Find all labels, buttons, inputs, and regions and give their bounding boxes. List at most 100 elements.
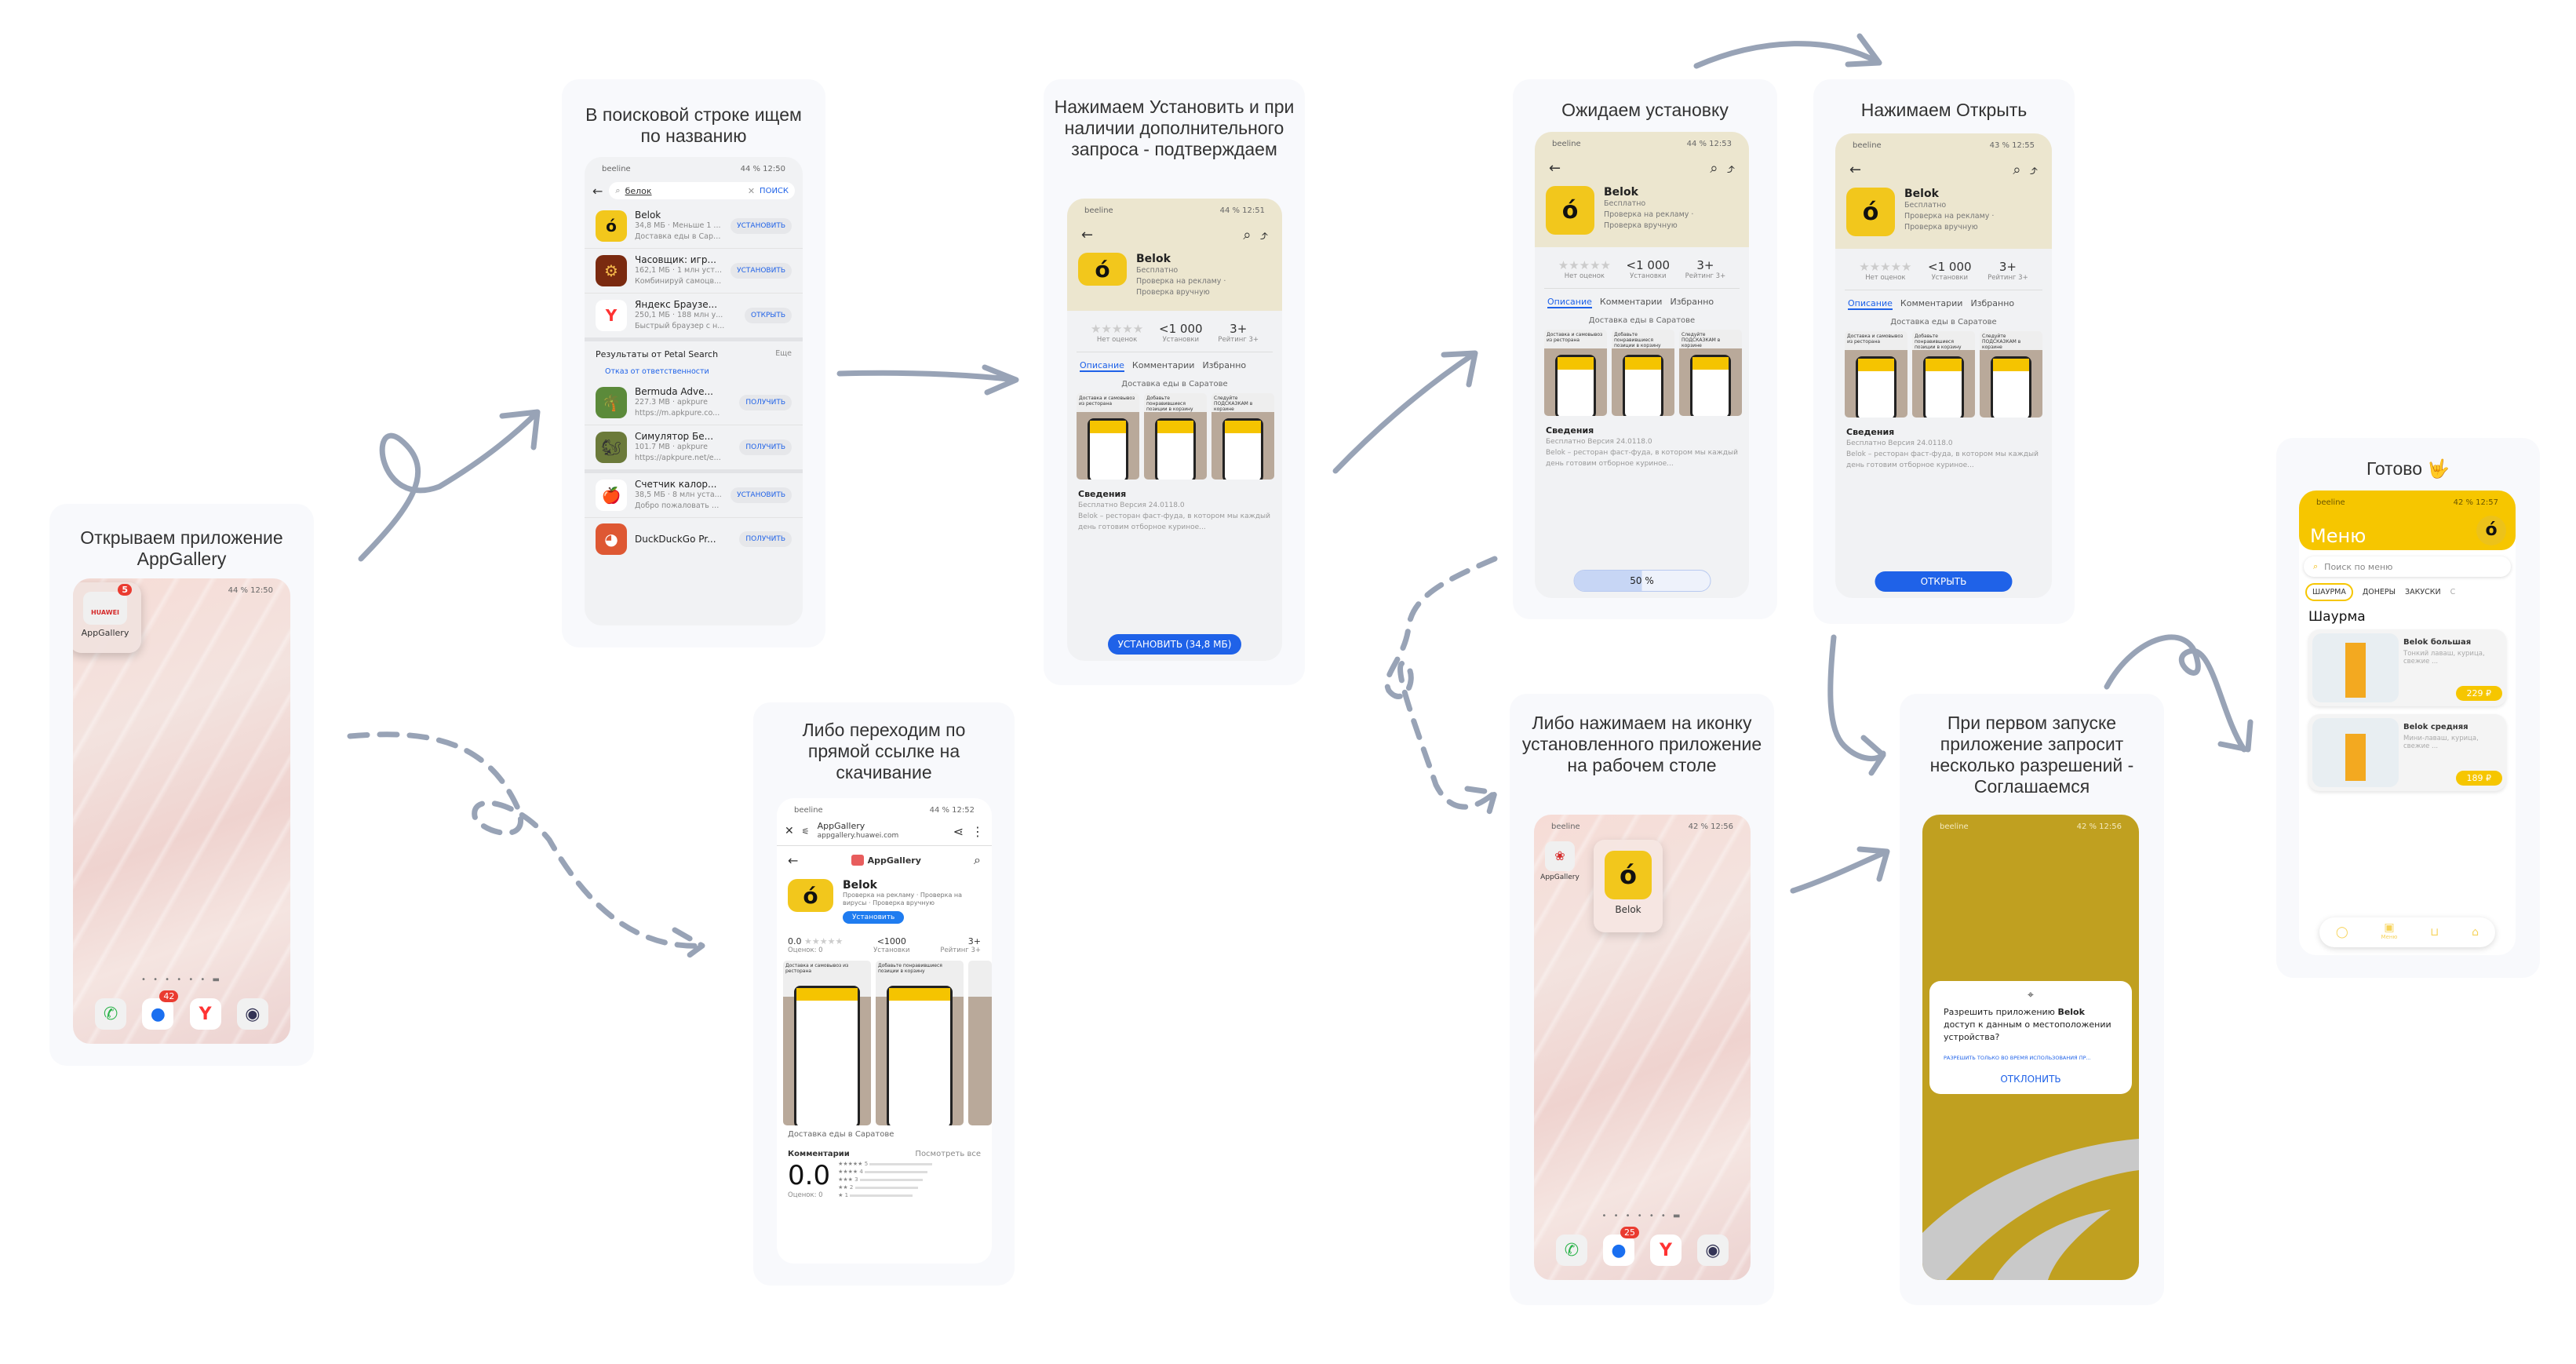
back-arrow-icon[interactable]: ← <box>788 852 799 868</box>
appgallery-app-icon[interactable]: ❀ AppGallery <box>1536 841 1584 881</box>
tab-description[interactable]: Описание <box>1547 297 1592 308</box>
share-icon[interactable]: ⤴ <box>1726 160 1735 177</box>
phone-icon[interactable]: ✆ <box>95 998 127 1030</box>
disclaimer-link[interactable]: Отказ от ответственности <box>605 367 709 376</box>
tab-description[interactable]: Описание <box>1848 298 1893 310</box>
close-icon[interactable]: ✕ <box>785 825 794 837</box>
splash-swirl <box>1922 1139 2139 1280</box>
get-button[interactable]: ПОЛУЧИТЬ <box>739 531 792 547</box>
site-settings-icon[interactable]: ⚟ <box>801 826 810 837</box>
category-chip[interactable]: ДОНЕРЫ <box>2362 588 2396 596</box>
price-button[interactable]: 229 ₽ <box>2455 686 2502 701</box>
messages-icon[interactable]: ●42 <box>142 990 179 1030</box>
yandex-browser-icon[interactable]: Y <box>1650 1235 1682 1266</box>
screenshot[interactable]: Добавьте понравившиеся позиции в корзину <box>1612 330 1674 416</box>
browser-url: appgallery.huawei.com <box>817 832 899 840</box>
result-item[interactable]: ⚙Часовщик: игр...162,1 МБ · 1 млн уст...… <box>585 249 803 294</box>
search-icon[interactable]: ⌕ <box>1243 227 1252 243</box>
install-progress-bar[interactable]: 50 % <box>1573 570 1711 592</box>
yandex-browser-icon[interactable]: Y <box>189 998 221 1030</box>
screenshot[interactable]: Добавьте понравившиеся позиции в корзину <box>1912 331 1975 418</box>
search-button[interactable]: ПОИСК <box>760 186 789 195</box>
share-icon[interactable]: ⤴ <box>2029 162 2038 178</box>
tab-description[interactable]: Описание <box>1080 360 1124 372</box>
tab-comments[interactable]: Комментарии <box>1131 360 1195 370</box>
menu-search-input[interactable]: ⌕Поиск по меню <box>2304 556 2511 577</box>
see-all-link[interactable]: Посмотреть все <box>915 1150 981 1158</box>
belok-desktop-icon[interactable]: ó Belok <box>1594 840 1663 932</box>
screenshot[interactable]: Следуйте ПОДСКАЗКАМ в корзине <box>1679 330 1742 416</box>
profile-icon[interactable]: ◯ <box>2335 926 2348 939</box>
screenshot[interactable]: Доставка и самовывоз из ресторана <box>1544 330 1607 416</box>
share-icon[interactable]: ⤴ <box>1259 227 1268 243</box>
step-permission: При первом запуске приложение запросит н… <box>1900 694 2164 1305</box>
install-button[interactable]: УСТАНОВИТЬ <box>731 263 792 279</box>
back-arrow-icon[interactable]: ← <box>1549 160 1561 177</box>
deny-button[interactable]: ОТКЛОНИТЬ <box>2000 1074 2061 1085</box>
screenshot[interactable]: Следуйте ПОДСКАЗКАМ в корзине <box>1980 331 2042 418</box>
search-input[interactable]: ⌕ белок ✕ ПОИСК <box>609 182 795 199</box>
clear-icon[interactable]: ✕ <box>747 185 756 196</box>
back-arrow-icon[interactable]: ← <box>592 183 603 199</box>
more-link[interactable]: Еще <box>775 349 792 358</box>
search-icon[interactable]: ⌕ <box>2013 162 2021 178</box>
search-icon[interactable]: ⌕ <box>1710 160 1718 177</box>
store-icon[interactable]: ⌂ <box>2472 926 2479 939</box>
tab-featured[interactable]: Избранно <box>1202 360 1247 370</box>
get-button[interactable]: ПОЛУЧИТЬ <box>739 395 792 410</box>
location-pin-icon: ⌖ <box>2028 989 2034 1001</box>
price-button[interactable]: 189 ₽ <box>2455 771 2502 786</box>
open-button[interactable]: ОТКРЫТЬ <box>1875 571 2013 592</box>
appgallery-app-icon[interactable]: HUAWEI 5 AppGallery <box>73 582 141 653</box>
tab-featured[interactable]: Избранно <box>1970 298 2015 308</box>
back-arrow-icon[interactable]: ← <box>1081 227 1094 243</box>
belok-app-icon: ó <box>788 879 833 912</box>
tab-comments[interactable]: Комментарии <box>1599 297 1663 307</box>
tab-comments[interactable]: Комментарии <box>1900 298 1963 308</box>
notification-badge: 42 <box>159 990 179 1002</box>
install-button[interactable]: УСТАНОВИТЬ <box>731 218 792 234</box>
get-button[interactable]: ПОЛУЧИТЬ <box>739 439 792 455</box>
result-item[interactable]: 🍎Счетчик калор...38,5 МБ · 8 млн уста...… <box>585 473 803 518</box>
step-title: Либо нажимаем на иконку установленного п… <box>1521 713 1762 775</box>
category-chip[interactable]: С <box>2450 588 2456 596</box>
open-button[interactable]: ОТКРЫТЬ <box>744 308 792 323</box>
nav-menu[interactable]: ▣Меню <box>2381 921 2398 940</box>
install-button[interactable]: УСТАНОВИТЬ (34,8 МБ) <box>1108 634 1241 655</box>
install-button[interactable]: УСТАНОВИТЬ <box>731 487 792 503</box>
result-item[interactable]: ◕DuckDuckGo Pr...ПОЛУЧИТЬ <box>585 518 803 560</box>
back-arrow-icon[interactable]: ← <box>1849 162 1862 178</box>
screenshot[interactable]: Следуйте ПОДСКАЗКАМ в корзине <box>1211 393 1274 480</box>
camera-icon[interactable]: ◉ <box>236 998 268 1030</box>
tab-featured[interactable]: Избранно <box>1670 297 1714 307</box>
phone-icon[interactable]: ✆ <box>1556 1235 1587 1266</box>
camera-icon[interactable]: ◉ <box>1697 1235 1729 1266</box>
install-button[interactable]: Установить <box>843 911 905 924</box>
messages-icon[interactable]: ●25 <box>1603 1227 1639 1266</box>
share-icon[interactable]: ⋖ <box>953 823 964 839</box>
search-icon[interactable]: ⌕ <box>974 852 981 867</box>
shawarma-image <box>2312 718 2399 787</box>
allow-while-using-button[interactable]: РАЗРЕШИТЬ ТОЛЬКО ВО ВРЕМЯ ИСПОЛЬЗОВАНИЯ … <box>1944 1055 2091 1061</box>
screenshot[interactable]: Доставка и самовывоз из ресторана <box>1077 393 1139 480</box>
screenshot[interactable]: Добавьте понравившиеся позиции в корзину <box>876 961 964 1125</box>
screenshot[interactable]: Доставка и самовывоз из ресторана <box>1845 331 1907 418</box>
category-chip[interactable]: ШАУРМА <box>2305 583 2353 601</box>
category-chip[interactable]: ЗАКУСКИ <box>2405 588 2441 596</box>
screenshot[interactable]: Доставка и самовывоз из ресторана <box>783 961 871 1125</box>
cart-icon[interactable]: ⊔ <box>2430 926 2439 939</box>
big-rating: 0.0 <box>788 1160 831 1191</box>
screenshot[interactable]: Добавьте понравившиеся позиции в корзину <box>1144 393 1207 480</box>
more-icon[interactable]: ⋮ <box>971 823 984 839</box>
